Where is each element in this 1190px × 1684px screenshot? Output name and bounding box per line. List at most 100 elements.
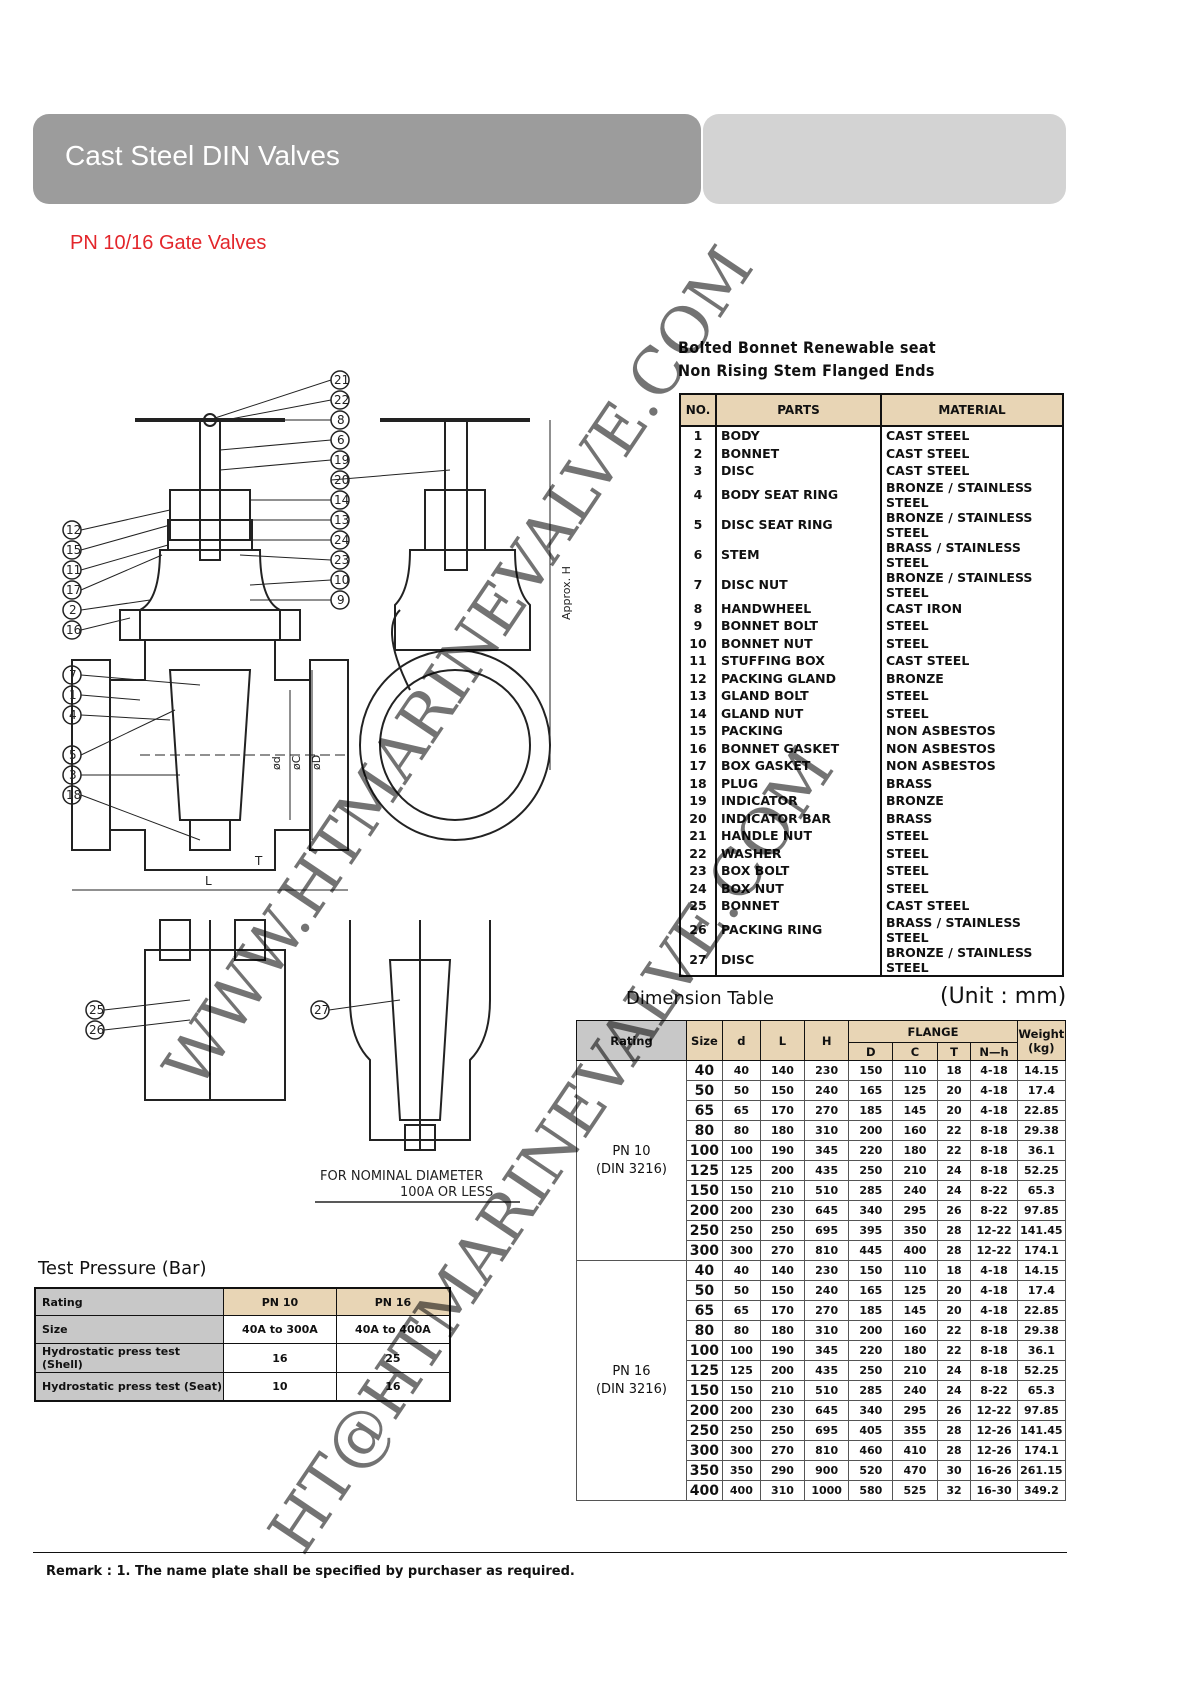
part-number: 2 — [679, 444, 717, 462]
rating-standard: (DIN 3216) — [595, 1161, 667, 1177]
table-row: Hydrostatic press test (Seat) 10 16 — [34, 1372, 451, 1402]
dim-cell-weight: 17.4 — [1016, 1280, 1067, 1301]
callout-10: 10 — [334, 573, 349, 587]
part-name: DISC — [716, 944, 882, 977]
rating-cell: PN 16(DIN 3216) — [576, 1260, 687, 1501]
dim-header-flange: FLANGE — [848, 1020, 1018, 1043]
part-material: NON ASBESTOS — [881, 739, 1064, 757]
rating-cell: PN 10(DIN 3216) — [576, 1060, 687, 1261]
dim-cell-d: 350 — [721, 1460, 761, 1481]
dim-cell-weight: 22.85 — [1016, 1300, 1067, 1321]
part-material: BRASS / STAINLESS STEEL — [881, 539, 1064, 570]
part-name: BOX BOLT — [716, 862, 882, 880]
dim-cell-size: 200 — [685, 1200, 723, 1221]
valve-drawing: L T ød øC øD Approx. H 21 22 8 6 19 20 — [62, 370, 573, 1203]
dim-header-flange-Nh: N—h — [970, 1042, 1018, 1061]
dim-H-label: Approx. H — [560, 566, 573, 620]
part-name: BOX NUT — [716, 879, 882, 897]
dim-cell-flange-T: 18 — [936, 1060, 972, 1081]
part-material: BRONZE / STAINLESS STEEL — [881, 944, 1064, 977]
dim-cell-L: 140 — [759, 1260, 806, 1281]
part-material: NON ASBESTOS — [881, 757, 1064, 775]
part-material: BRONZE / STAINLESS STEEL — [881, 479, 1064, 510]
dim-cell-weight: 36.1 — [1016, 1340, 1067, 1361]
rating-label: PN 16 — [612, 1363, 651, 1379]
part-number: 9 — [679, 617, 717, 635]
dim-cell-size: 65 — [685, 1100, 723, 1121]
dim-cell-L: 210 — [759, 1380, 806, 1401]
callout-13: 13 — [334, 513, 349, 527]
part-number: 11 — [679, 652, 717, 670]
dim-cell-H: 270 — [804, 1100, 850, 1121]
dim-cell-size: 250 — [685, 1420, 723, 1441]
part-number: 7 — [679, 569, 717, 600]
callout-22: 22 — [334, 393, 349, 407]
dim-cell-flange-T: 24 — [936, 1380, 972, 1401]
dim-cell-L: 290 — [759, 1460, 806, 1481]
dim-cell-flange-D: 460 — [848, 1440, 894, 1461]
part-material: STEEL — [881, 862, 1064, 880]
dim-cell-size: 150 — [685, 1180, 723, 1201]
part-material: STEEL — [881, 879, 1064, 897]
dim-cell-flange-C: 350 — [892, 1220, 938, 1241]
dim-cell-flange-C: 180 — [892, 1140, 938, 1161]
part-name: STEM — [716, 539, 882, 570]
part-number: 1 — [679, 426, 717, 445]
dim-cell-L: 230 — [759, 1400, 806, 1421]
callout-23: 23 — [334, 553, 349, 567]
dim-cell-flange-Nh: 12-22 — [970, 1220, 1018, 1241]
table-row: Size 40A to 300A 40A to 400A — [34, 1315, 451, 1344]
parts-header-no: NO. — [679, 393, 717, 427]
dim-cell-flange-C: 125 — [892, 1080, 938, 1101]
callout-25: 25 — [89, 1003, 104, 1017]
part-name: HANDLE NUT — [716, 827, 882, 845]
dim-cell-flange-Nh: 8-18 — [970, 1320, 1018, 1341]
dim-cell-d: 250 — [721, 1420, 761, 1441]
parts-caption-line2: Non Rising Stem Flanged Ends — [678, 361, 935, 380]
dim-header-flange-D: D — [848, 1042, 894, 1061]
part-name: GLAND NUT — [716, 704, 882, 722]
dim-cell-flange-D: 285 — [848, 1180, 894, 1201]
dim-cell-flange-C: 210 — [892, 1360, 938, 1381]
dim-cell-H: 695 — [804, 1420, 850, 1441]
part-name: BONNET GASKET — [716, 739, 882, 757]
dim-cell-flange-C: 295 — [892, 1200, 938, 1221]
dim-cell-d: 150 — [721, 1380, 761, 1401]
dim-cell-size: 40 — [685, 1260, 723, 1281]
tp-row-label: Size — [34, 1315, 224, 1344]
part-material: NON ASBESTOS — [881, 722, 1064, 740]
dim-cell-flange-T: 24 — [936, 1360, 972, 1381]
part-number: 24 — [679, 879, 717, 897]
dim-cell-size: 250 — [685, 1220, 723, 1241]
dim-cell-flange-D: 395 — [848, 1220, 894, 1241]
dim-cell-flange-Nh: 12-26 — [970, 1420, 1018, 1441]
dim-cell-flange-D: 580 — [848, 1480, 894, 1501]
part-name: BOX GASKET — [716, 757, 882, 775]
tp-cell: 40A to 400A — [335, 1315, 451, 1344]
dim-cell-L: 140 — [759, 1060, 806, 1081]
dim-cell-flange-Nh: 8-18 — [970, 1140, 1018, 1161]
part-number: 27 — [679, 944, 717, 977]
part-name: BONNET NUT — [716, 634, 882, 652]
part-number: 20 — [679, 809, 717, 827]
callout-21: 21 — [334, 373, 349, 387]
dim-cell-flange-D: 200 — [848, 1320, 894, 1341]
dim-cell-weight: 97.85 — [1016, 1400, 1067, 1421]
dim-cell-size: 200 — [685, 1400, 723, 1421]
dim-cell-flange-Nh: 8-18 — [970, 1340, 1018, 1361]
dim-cell-H: 230 — [804, 1260, 850, 1281]
callout-14: 14 — [334, 493, 349, 507]
